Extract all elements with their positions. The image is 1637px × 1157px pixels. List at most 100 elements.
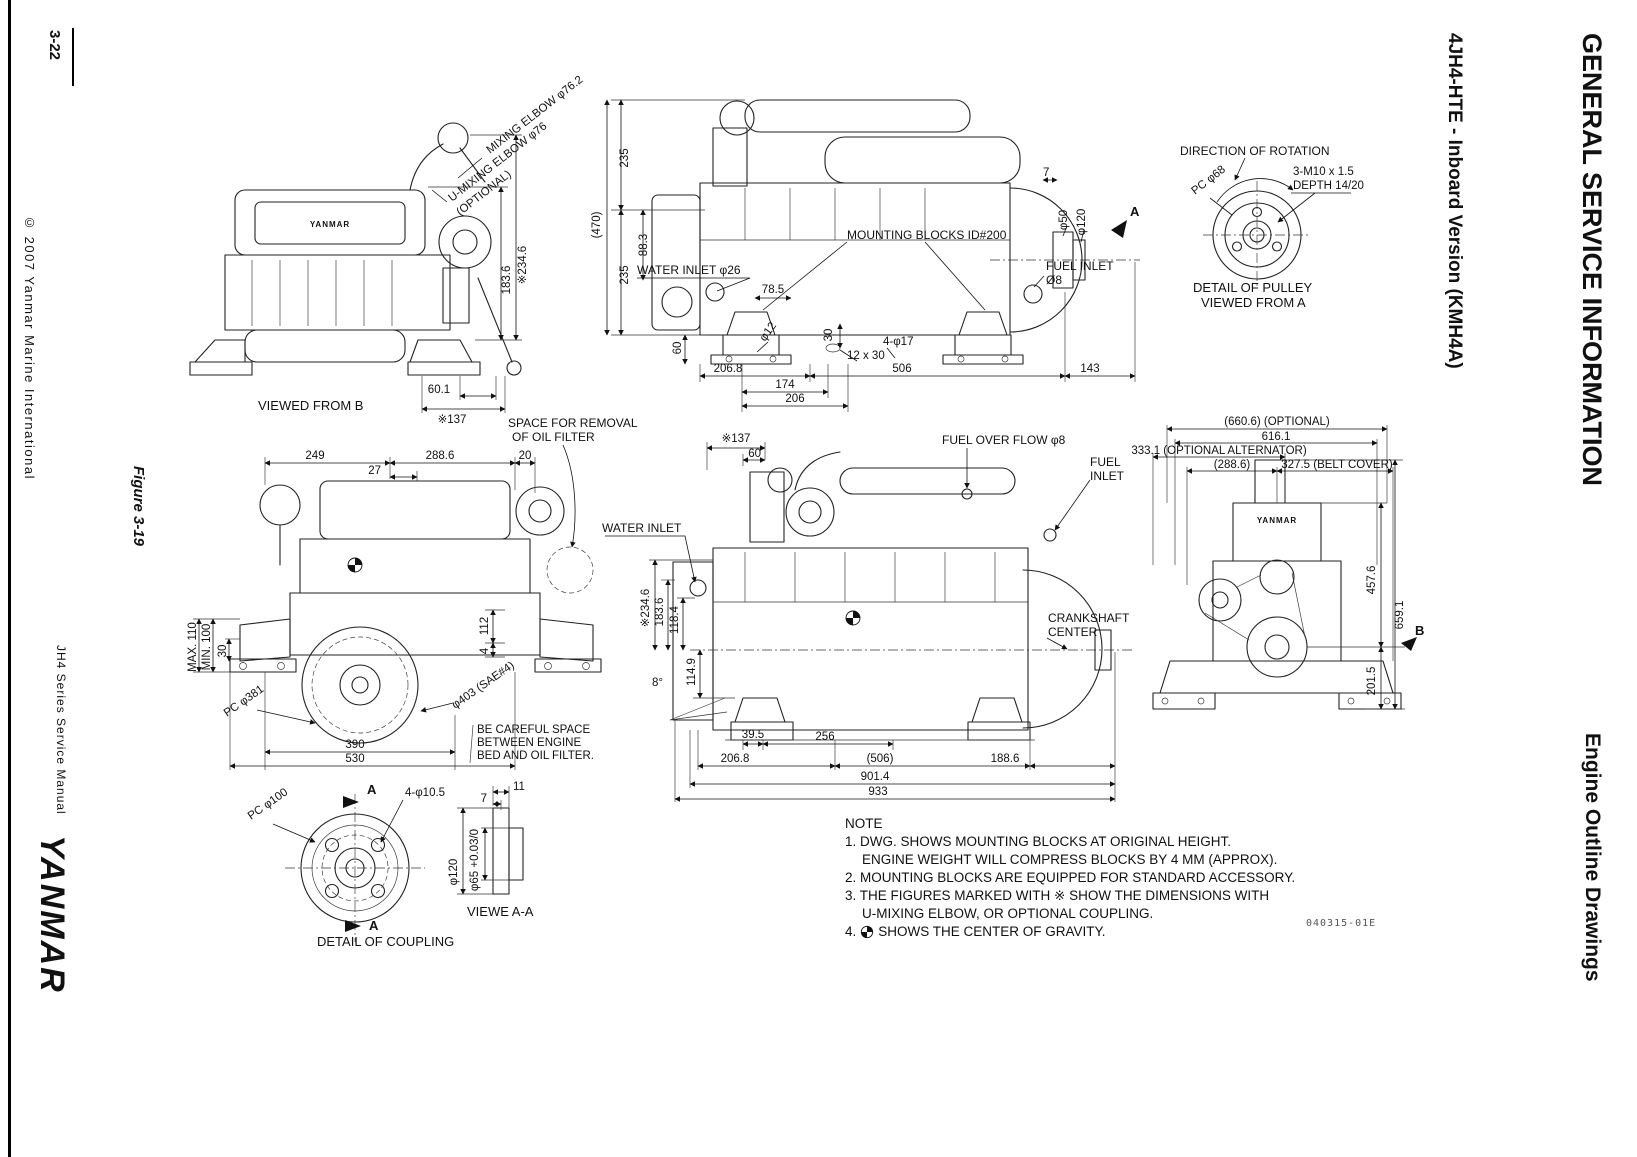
label-careful-3: BED AND OIL FILTER. — [477, 750, 594, 762]
label-mounting-blocks: MOUNTING BLOCKS ID#200 — [847, 228, 1007, 242]
dim-206-8-side2: 206.8 — [721, 753, 750, 765]
label-crankshaft: CRANKSHAFT — [1048, 611, 1130, 625]
notes-block: NOTE 1. DWG. SHOWS MOUNTING BLOCKS AT OR… — [845, 815, 1390, 941]
dim-201-5: 201.5 — [1366, 667, 1378, 696]
manual-title: JH4 Series Service Manual — [54, 645, 68, 815]
view-arrow-b-label: B — [1415, 623, 1424, 638]
dim-901-4: 901.4 — [861, 771, 890, 783]
yanmar-logo: YANMAR — [33, 835, 71, 994]
label-center: CENTER — [1048, 625, 1098, 639]
note-2: 2. MOUNTING BLOCKS ARE EQUIPPED FOR STAN… — [845, 870, 1296, 885]
label-fuel-inlet: FUEL INLET — [1046, 259, 1114, 273]
dim-112: 112 — [479, 617, 491, 635]
label-mixing-elbow: MIXING ELBOW φ76.2 — [484, 74, 585, 157]
dim-7-coupling: 7 — [481, 793, 487, 805]
pulley-leaders — [1209, 157, 1351, 223]
label-inlet: INLET — [1090, 469, 1125, 483]
dim-phi50: φ50 — [1058, 210, 1070, 230]
dim-60-side2: 60 — [748, 448, 761, 460]
label-space-removal-1: SPACE FOR REMOVAL — [508, 416, 638, 430]
dim-206-8: 206.8 — [714, 363, 743, 375]
label-careful-1: BE CAREFUL SPACE — [477, 724, 590, 736]
label-water-inlet: WATER INLET φ26 — [637, 263, 741, 277]
dim-249: 249 — [305, 450, 324, 462]
side-view-2-drawing: ※137 60 FUEL OVER FLOW φ8 FUEL INLET WAT… — [602, 433, 1135, 802]
label-space-removal-2: OF OIL FILTER — [512, 430, 595, 444]
note-3a: 3. THE FIGURES MARKED WITH ※ SHOW THE DI… — [845, 888, 1270, 903]
dim-phi12: φ12 — [758, 320, 779, 343]
dim-4: 4 — [479, 647, 491, 654]
dim-27: 27 — [368, 465, 381, 477]
view-from-b-drawing: MIXING ELBOW φ76.2 U-MIXING ELBOW φ76 (O… — [189, 74, 585, 426]
dim-phi120-coupling: φ120 — [448, 859, 460, 886]
front-view-drawing: SPACE FOR REMOVAL OF OIL FILTER 249 288.… — [187, 416, 638, 770]
dim-530: 530 — [345, 753, 364, 765]
dim-183-6-side2: 183.6 — [654, 598, 666, 627]
dim-256: 256 — [815, 731, 834, 743]
dim-235-bottom: 235 — [619, 265, 631, 284]
note-1a: 1. DWG. SHOWS MOUNTING BLOCKS AT ORIGINA… — [845, 834, 1232, 849]
brand-on-engine: YANMAR — [310, 220, 350, 229]
chapter-header: GENERAL SERVICE INFORMATION — [1577, 33, 1607, 487]
figure-number: Figure 3-19 — [130, 466, 147, 547]
page-number-rule — [72, 28, 74, 86]
dim-659-1: 659.1 — [1394, 601, 1406, 630]
dim-183-6: 183.6 — [501, 266, 513, 295]
caption-detail-of-pulley: DETAIL OF PULLEY — [1193, 280, 1313, 295]
note-4-text: SHOWS THE CENTER OF GRAVITY. — [878, 924, 1106, 939]
label-direction-of-rotation: DIRECTION OF ROTATION — [1180, 144, 1330, 158]
dim-4-phi17: 4-φ17 — [883, 336, 913, 348]
dim-143: 143 — [1080, 363, 1099, 375]
dim-lines-side-top — [604, 99, 1136, 409]
dim-288-6: 288.6 — [426, 450, 455, 462]
dim-188-6: 188.6 — [991, 753, 1020, 765]
caption-viewed-from-a: VIEWED FROM A — [1201, 295, 1306, 310]
dim-max-110: MAX. 110 — [187, 622, 199, 672]
coupling-dims — [272, 789, 510, 932]
dim-phi65: φ65 +0.03/0 — [469, 829, 481, 891]
center-of-gravity-icon — [861, 925, 874, 939]
section-a-bottom: A — [369, 918, 379, 933]
dim-206: 206 — [785, 393, 804, 405]
label-pc381: PC φ381 — [222, 683, 266, 719]
note-1b: ENGINE WEIGHT WILL COMPRESS BLOCKS BY 4 … — [862, 852, 1278, 867]
dim-12x30: 12 x 30 — [847, 350, 885, 362]
label-careful-2: BETWEEN ENGINE — [477, 737, 581, 749]
caption-detail-of-coupling: DETAIL OF COUPLING — [317, 934, 454, 949]
dim-lines-view-b — [421, 134, 519, 412]
drawing-code: 040315-01E — [1306, 918, 1377, 929]
pulley-detail-drawing: DIRECTION OF ROTATION PC φ68 3-M10 x 1.5… — [1180, 144, 1364, 310]
dim-30-front: 30 — [217, 645, 229, 658]
dim-11: 11 — [513, 781, 525, 793]
dim-20: 20 — [519, 450, 532, 462]
label-bolt-spec: 3-M10 x 1.5 — [1293, 166, 1354, 178]
note-4-prefix: 4. — [845, 924, 857, 939]
dim-616-1: 616.1 — [1262, 431, 1291, 443]
page-number: 3-22 — [46, 30, 63, 61]
dim-457-6: 457.6 — [1366, 566, 1378, 595]
dim-39-5: 39.5 — [742, 729, 764, 741]
engine-art-front — [229, 480, 602, 744]
dim-327-5: 327.5 (BELT COVER) — [1281, 459, 1393, 471]
label-pc68: PC φ68 — [1189, 164, 1227, 198]
engine-art-view-b — [189, 122, 522, 376]
label-fuel: FUEL — [1090, 455, 1121, 469]
cg-symbol-front — [347, 557, 363, 573]
label-fuel-inlet-dia: Ø8 — [1046, 273, 1062, 287]
dim-288-6-rear: (288.6) — [1214, 459, 1251, 471]
ext-lines-side-top — [611, 99, 1140, 412]
pulley-centerlines — [1203, 181, 1311, 289]
note-title: NOTE — [845, 816, 883, 831]
dim-lines-side2 — [605, 445, 1116, 802]
dim-min-100: MIN. 100 — [201, 624, 213, 671]
dim-114-9: 114.9 — [686, 658, 698, 686]
dim-118-4: 118.4 — [669, 605, 681, 634]
section-a-top: A — [367, 782, 377, 797]
model-header: 4JH4-HTE - Inboard Version (KMH4A) — [1444, 33, 1465, 369]
copyright-text: © 2007 Yanmar Marine International — [22, 215, 37, 480]
label-pc100: PC φ100 — [246, 786, 290, 822]
dim-4-phi10-5: 4-φ10.5 — [405, 787, 445, 799]
dim-137: ※137 — [438, 414, 467, 426]
caption-view-a-a: VIEWE A-A — [467, 904, 534, 919]
dim-lines-front — [196, 444, 576, 769]
